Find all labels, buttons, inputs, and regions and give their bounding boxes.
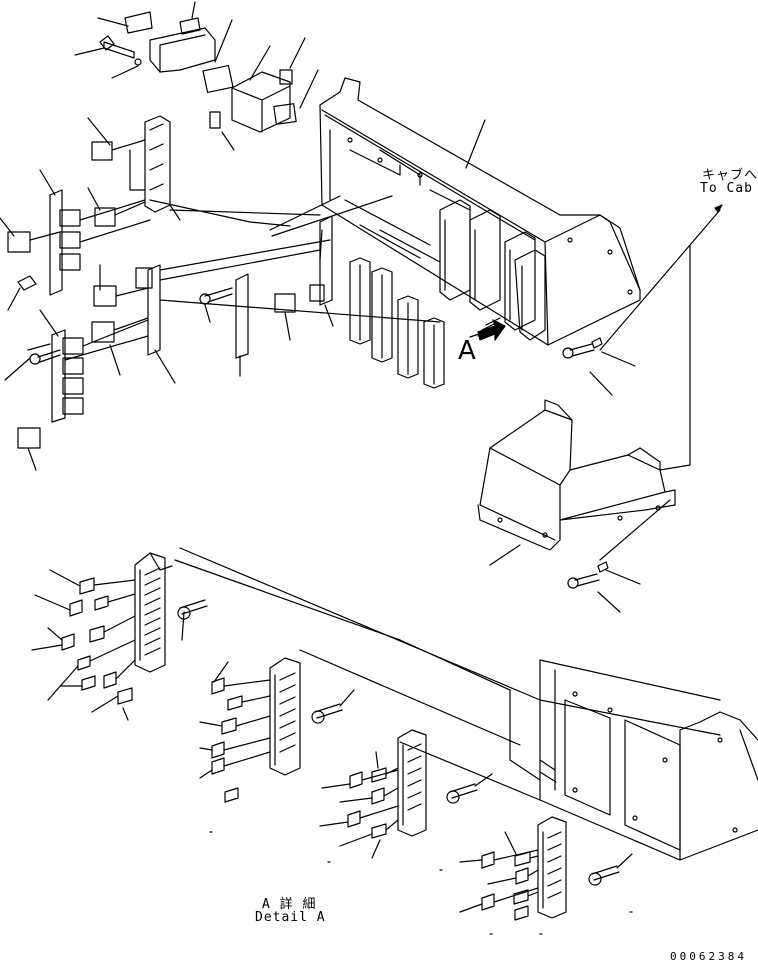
view-a-arrow xyxy=(469,319,506,341)
connector-housings xyxy=(349,257,445,389)
detail-a-label-jp: A 詳 細 xyxy=(262,897,317,912)
figure-number: 00062384 xyxy=(670,950,747,963)
detail-a-connectors xyxy=(31,552,633,935)
to-cab-label-en: To Cab xyxy=(700,181,753,196)
left-relay-blocks xyxy=(0,115,441,471)
view-a-marker: A xyxy=(458,336,476,366)
to-cab-label-jp: キャブへ xyxy=(702,168,758,183)
top-bracket-group xyxy=(74,1,319,151)
detail-a-label-en: Detail A xyxy=(255,910,326,925)
detail-a-panel xyxy=(174,547,758,861)
cover-plate xyxy=(477,204,723,613)
main-panel-box xyxy=(319,77,641,346)
